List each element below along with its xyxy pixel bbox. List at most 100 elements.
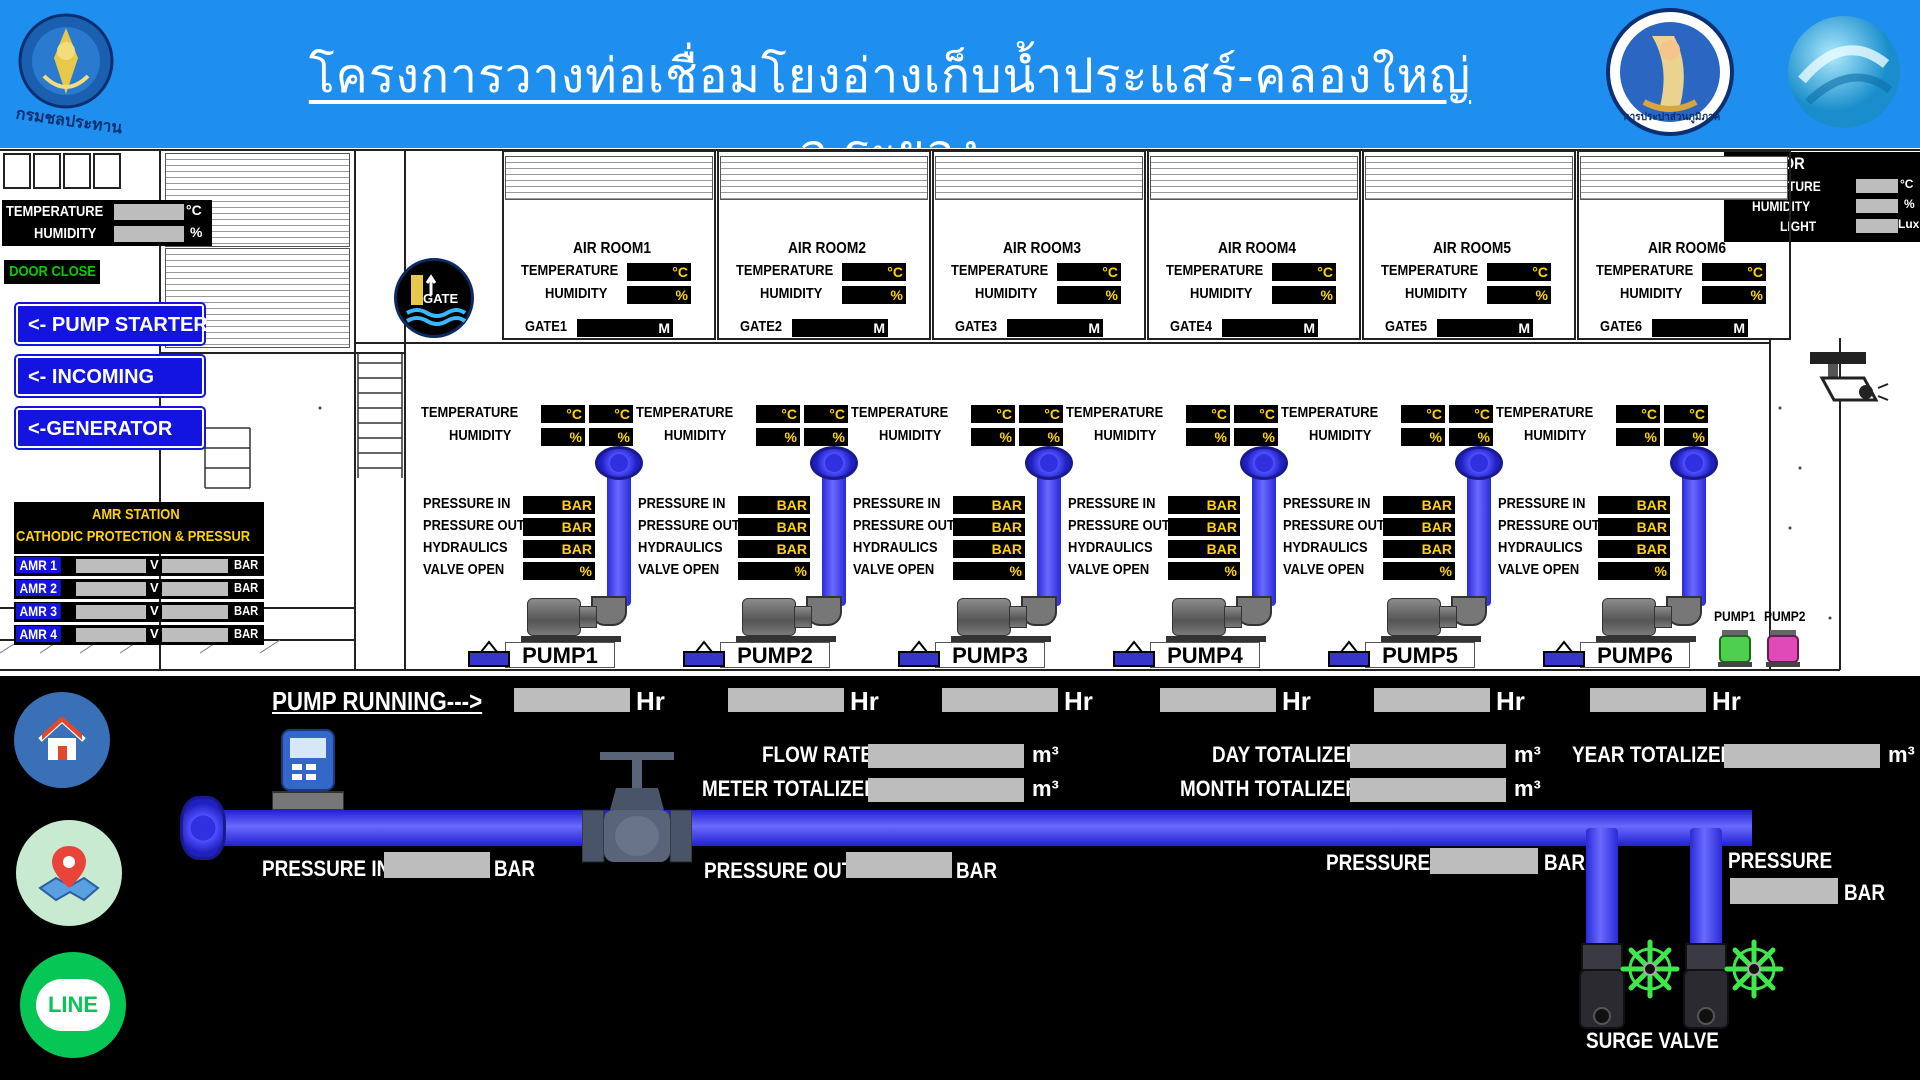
pump-1-pressure-out-label: PRESSURE OUT <box>423 517 525 534</box>
small-pump1-icon <box>1716 628 1754 668</box>
pump-2-temperature-value-1: °C <box>756 405 800 423</box>
pump-3-hydraulics-label: HYDRAULICS <box>853 539 938 556</box>
flow-rate-label: FLOW RATE <box>762 742 874 767</box>
pump-4-motor <box>1172 598 1226 636</box>
pump-4-valve-open-label: VALVE OPEN <box>1068 561 1150 578</box>
pump-1-hydraulics-label: HYDRAULICS <box>423 539 508 556</box>
map-button[interactable] <box>16 820 122 926</box>
pump-1-running-hours-value <box>514 688 630 712</box>
pump-4-discharge-pipe <box>1252 456 1276 606</box>
pump-2-pressure-out-value: BAR <box>738 518 810 536</box>
pump-3-humidity-label: HUMIDITY <box>879 427 942 444</box>
pipe-pressure-in-label: PRESSURE IN <box>262 856 391 881</box>
amr-2-label: AMR 2 <box>16 580 61 596</box>
pump-6-valve-open-label: VALVE OPEN <box>1498 561 1580 578</box>
pump-2-humidity-label: HUMIDITY <box>664 427 727 444</box>
air-room-6-title: AIR ROOM6 <box>1648 240 1726 257</box>
right-logo-caption: การประปาส่วนภูมิภาค <box>1623 112 1721 123</box>
pump-3-temperature-label: TEMPERATURE <box>851 404 949 421</box>
pipe-pressure-out-label: PRESSURE OUT <box>704 858 854 883</box>
amr-4-pressure-value <box>162 628 228 642</box>
amr-2-pressure-unit: BAR <box>234 580 259 595</box>
air-room-4-temperature-label: TEMPERATURE <box>1166 262 1264 279</box>
surge-valve-icon[interactable] <box>1578 936 1788 1044</box>
cctv-camera-icon[interactable] <box>1806 348 1890 418</box>
pipe-pressure-out-unit: BAR <box>956 858 997 883</box>
air-room-6-humidity-label: HUMIDITY <box>1620 285 1683 302</box>
pump-3-hydraulics-value: BAR <box>953 540 1025 558</box>
room-louver <box>1580 156 1788 200</box>
pump-1-humidity-label: HUMIDITY <box>449 427 512 444</box>
pump-6-base <box>1596 636 1696 642</box>
pump-2-running-hours-value <box>728 688 844 712</box>
amr-1-pressure-unit: BAR <box>234 557 259 572</box>
pump-3-humidity-value-2: % <box>1019 428 1063 446</box>
pump-running-label: PUMP RUNNING---> <box>272 686 483 716</box>
surge-pressure-1-unit: BAR <box>1544 850 1585 875</box>
pump-starter-button[interactable]: <- PUMP STARTER <box>16 304 208 344</box>
pump-1-tag-icon <box>467 638 511 668</box>
pump-1-hydraulics-value: BAR <box>523 540 595 558</box>
pump-3-pressure-in-value: BAR <box>953 496 1025 514</box>
air-room-2-temperature-label: TEMPERATURE <box>736 262 834 279</box>
pump-6-tag-icon <box>1542 638 1586 668</box>
air-room-3-humidity-value: % <box>1057 286 1121 304</box>
amr-station-panel: AMR STATION CATHODIC PROTECTION & PRESSU… <box>14 502 264 554</box>
air-room-1-temperature-label: TEMPERATURE <box>521 262 619 279</box>
air-room-5-temperature-value: °C <box>1487 263 1551 281</box>
pump-4-pressure-in-value: BAR <box>1168 496 1240 514</box>
pump-4-label[interactable]: PUMP4 <box>1150 642 1260 668</box>
flow-rate-value <box>868 744 1024 768</box>
pump-5-valve-open-value: % <box>1383 562 1455 580</box>
pump-6-humidity-value-2: % <box>1664 428 1708 446</box>
pump-5-running-hours-value <box>1374 688 1490 712</box>
pump-5-label[interactable]: PUMP5 <box>1365 642 1475 668</box>
pump-2-pressure-in-value: BAR <box>738 496 810 514</box>
small-pump2-label: PUMP2 <box>1764 608 1806 624</box>
air-room-1 <box>502 150 716 340</box>
pump-5-running-hours-unit: Hr <box>1496 686 1525 716</box>
pump-1-pressure-out-value: BAR <box>523 518 595 536</box>
amr-title: AMR STATION <box>92 506 180 523</box>
air-room-6-humidity-value: % <box>1702 286 1766 304</box>
pump-5-temperature-value-2: °C <box>1449 405 1493 423</box>
air-room-2-humidity-label: HUMIDITY <box>760 285 823 302</box>
air-room-5-humidity-value: % <box>1487 286 1551 304</box>
amr-3-pressure-unit: BAR <box>234 603 259 618</box>
pump-2-elbow <box>806 596 842 626</box>
pump-2-temperature-label: TEMPERATURE <box>636 404 734 421</box>
month-totalizer-value <box>1350 778 1506 802</box>
pump-6-label[interactable]: PUMP6 <box>1580 642 1690 668</box>
pump-5-motor <box>1387 598 1441 636</box>
globe-icon <box>1782 10 1906 134</box>
amr-1-voltage-unit: V <box>150 557 159 572</box>
map-pin-icon <box>38 846 100 902</box>
pump-3-pressure-in-label: PRESSURE IN <box>853 495 941 512</box>
pump-2-label[interactable]: PUMP2 <box>720 642 830 668</box>
pump-4-humidity-label: HUMIDITY <box>1094 427 1157 444</box>
pump-3-temperature-value-1: °C <box>971 405 1015 423</box>
home-button[interactable] <box>14 692 110 788</box>
generator-button[interactable]: <-GENERATOR <box>16 408 204 448</box>
gate-6-label: GATE6 <box>1600 318 1643 335</box>
pump-3-label[interactable]: PUMP3 <box>935 642 1045 668</box>
gate-valve-icon[interactable] <box>581 750 693 866</box>
incoming-button[interactable]: <- INCOMING <box>16 356 204 396</box>
pump-4-running-hours-value <box>1160 688 1276 712</box>
pump-5-discharge-pipe <box>1467 456 1491 606</box>
month-totalizer-label: MONTH TOTALIZER <box>1180 776 1360 801</box>
year-totalizer-value <box>1724 744 1880 768</box>
amr-3-voltage-value <box>76 605 146 619</box>
amr-row-2: AMR 2 V BAR <box>14 579 264 599</box>
pump-1-temperature-value-2: °C <box>589 405 633 423</box>
gate-icon[interactable]: GATE <box>394 258 474 338</box>
pump-1-pressure-in-value: BAR <box>523 496 595 514</box>
surge-pressure-1-value <box>1430 848 1538 874</box>
pump-3-pressure-out-label: PRESSURE OUT <box>853 517 955 534</box>
air-room-4-temperature-value: °C <box>1272 263 1336 281</box>
amr-1-voltage-value <box>76 559 146 573</box>
line-button[interactable]: LINE <box>20 952 126 1058</box>
pump-2-humidity-value-2: % <box>804 428 848 446</box>
pump-3-flange <box>1025 446 1073 480</box>
pump-1-label[interactable]: PUMP1 <box>505 642 615 668</box>
